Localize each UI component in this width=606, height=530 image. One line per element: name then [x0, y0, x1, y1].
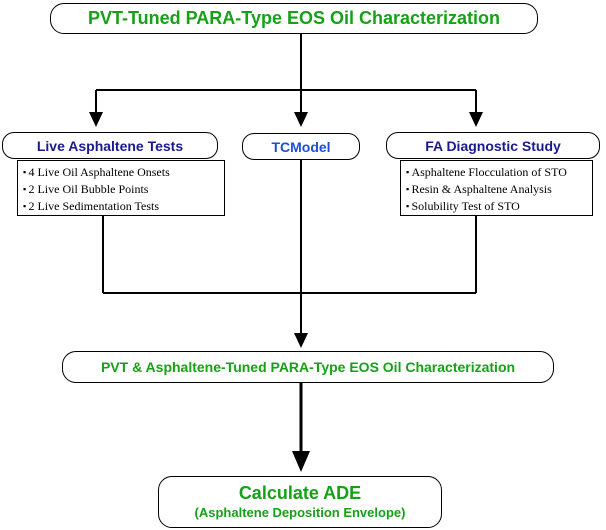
fa-diagnostic-study-list: Asphaltene Flocculation of STO Resin & A…	[400, 160, 593, 216]
tcmodel-box: TCModel	[242, 133, 360, 160]
asphaltene-tuned-characterization-box: PVT & Asphaltene-Tuned PARA-Type EOS Oil…	[62, 351, 554, 383]
tcmodel-title: TCModel	[271, 138, 331, 155]
live-asphaltene-tests-title: Live Asphaltene Tests	[36, 137, 184, 154]
asphaltene-tuned-characterization-title: PVT & Asphaltene-Tuned PARA-Type EOS Oil…	[100, 359, 516, 375]
fa-diagnostic-study-title: FA Diagnostic Study	[425, 137, 561, 154]
calculate-ade-title: Calculate ADE	[238, 483, 362, 503]
arrowhead-left	[89, 112, 103, 127]
arrowhead-tuned	[294, 333, 308, 348]
calculate-ade-subtitle: (Asphaltene Deposition Envelope)	[194, 505, 406, 520]
fa-study-item: Solubility Test of STO	[406, 198, 588, 215]
fa-diagnostic-study-box: FA Diagnostic Study	[386, 132, 600, 159]
live-asphaltene-tests-box: Live Asphaltene Tests	[2, 132, 218, 159]
arrowhead-ade	[292, 451, 310, 472]
fa-study-item: Asphaltene Flocculation of STO	[406, 164, 588, 181]
pvt-tuned-characterization-title: PVT-Tuned PARA-Type EOS Oil Characteriza…	[87, 8, 501, 28]
live-test-item: 4 Live Oil Asphaltene Onsets	[23, 164, 220, 181]
live-test-item: 2 Live Sedimentation Tests	[23, 198, 220, 215]
arrowhead-mid	[294, 112, 308, 127]
calculate-ade-box: Calculate ADE (Asphaltene Deposition Env…	[158, 476, 442, 528]
arrowhead-right	[469, 112, 483, 127]
fa-study-item: Resin & Asphaltene Analysis	[406, 181, 588, 198]
live-asphaltene-tests-list: 4 Live Oil Asphaltene Onsets 2 Live Oil …	[17, 160, 225, 216]
live-test-item: 2 Live Oil Bubble Points	[23, 181, 220, 198]
pvt-tuned-characterization-box: PVT-Tuned PARA-Type EOS Oil Characteriza…	[50, 3, 538, 34]
